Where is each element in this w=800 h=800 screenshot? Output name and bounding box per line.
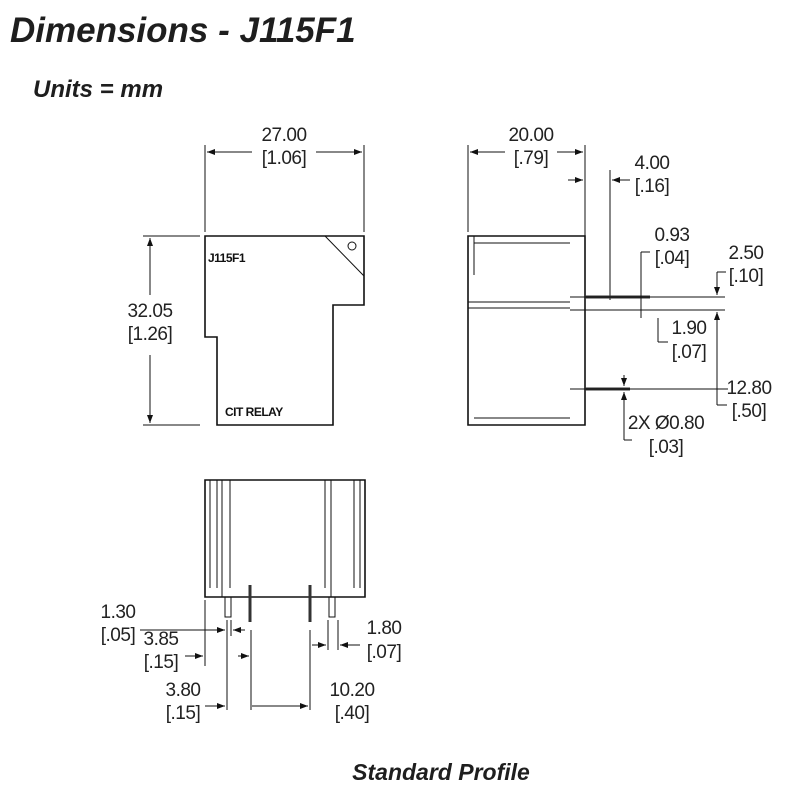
bottom-outline <box>204 479 366 598</box>
brand-label: CIT RELAY <box>225 405 283 419</box>
pin-diameter-mm: 2X Ø0.80 <box>628 413 704 434</box>
side-view: 20.00 [.79] 4.00 [.16] 0.93 [.04] 2.50 [… <box>467 125 772 458</box>
d3-in: [.15] <box>166 703 200 724</box>
pin-width-mm: 0.93 <box>655 225 690 246</box>
caption: Standard Profile <box>352 759 530 785</box>
pin-thickness-mm: 1.90 <box>672 318 707 339</box>
pin <box>224 596 232 618</box>
pin-offset-mm: 4.00 <box>635 153 670 174</box>
front-view: J115F1 CIT RELAY 27.00 [1.06] 32.05 [1.2… <box>127 125 365 426</box>
pin-spacing-b-mm: 12.80 <box>726 378 771 399</box>
d4-mm: 10.20 <box>329 680 374 701</box>
side-outline <box>467 235 586 426</box>
pin-spacing-a-mm: 2.50 <box>729 243 764 264</box>
depth-in: [.79] <box>514 148 548 169</box>
relay-outline <box>204 235 365 426</box>
part-label: J115F1 <box>208 251 246 265</box>
corner-chamfer <box>324 235 365 277</box>
bottom-view: 1.30 [.05] 3.85 [.15] 3.80 [.15] 10.20 [… <box>101 479 402 724</box>
pin-diameter-in: [.03] <box>649 437 683 458</box>
pin-spacing-a-in: [.10] <box>729 266 763 287</box>
d2-mm: 3.85 <box>144 629 179 650</box>
width-in: [1.06] <box>262 148 307 169</box>
units-label: Units = mm <box>33 76 163 103</box>
pin-thickness-in: [.07] <box>672 342 706 363</box>
pin-width-in: [.04] <box>655 248 689 269</box>
mounting-hole <box>347 241 357 251</box>
d5-in: [.07] <box>367 642 401 663</box>
width-mm: 27.00 <box>261 125 306 146</box>
pin-offset-in: [.16] <box>635 176 669 197</box>
page-title: Dimensions - J115F1 <box>10 11 356 50</box>
d5-mm: 1.80 <box>367 618 402 639</box>
d3-mm: 3.80 <box>166 680 201 701</box>
d1-mm: 1.30 <box>101 602 136 623</box>
depth-mm: 20.00 <box>508 125 553 146</box>
d1-in: [.05] <box>101 625 135 646</box>
pin <box>328 596 336 618</box>
d2-in: [.15] <box>144 652 178 673</box>
height-in: [1.26] <box>128 324 173 345</box>
d4-in: [.40] <box>335 703 369 724</box>
height-mm: 32.05 <box>127 301 172 322</box>
pin-spacing-b-in: [.50] <box>732 401 766 422</box>
